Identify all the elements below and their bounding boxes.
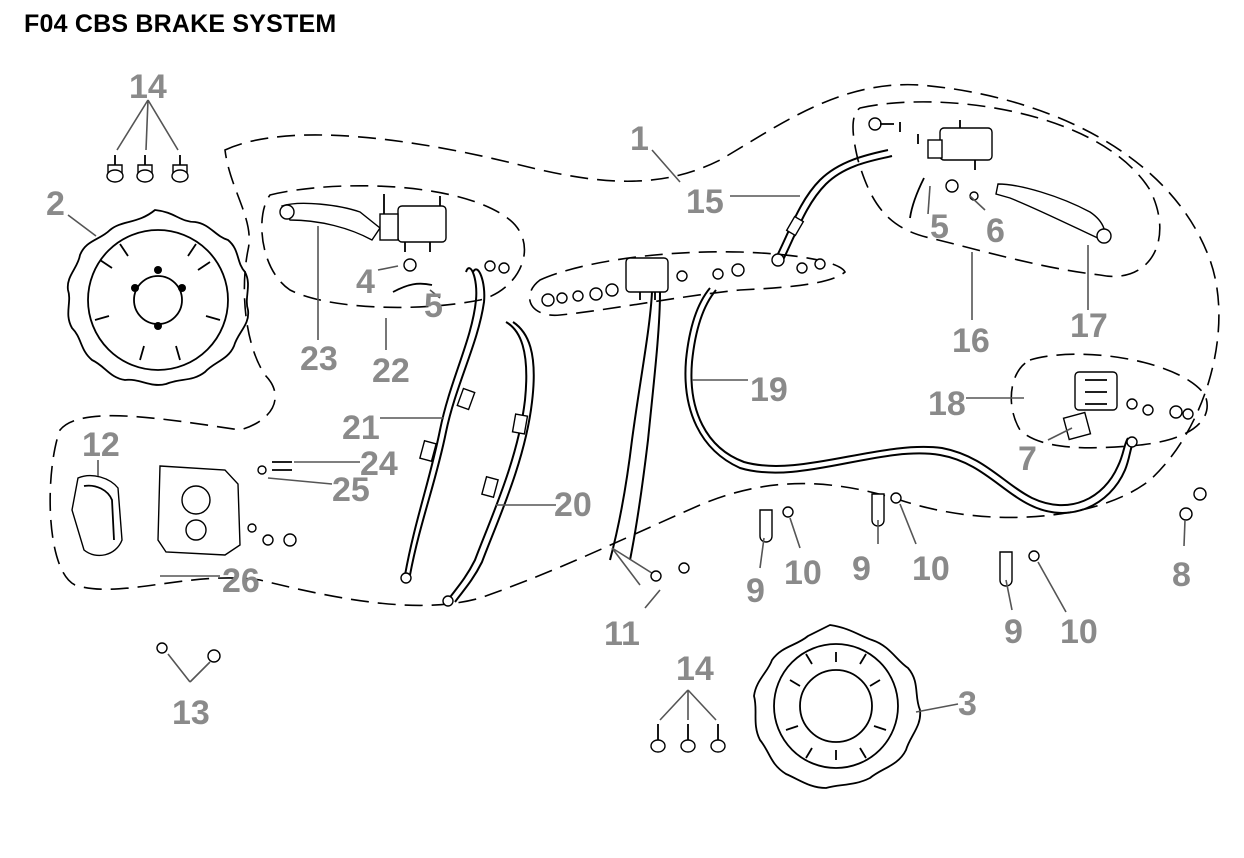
bolt-pair-11 xyxy=(650,562,690,582)
brake-hose-21 xyxy=(400,267,486,584)
rear-brake-disc xyxy=(753,624,922,789)
left-brake-lever-assembly xyxy=(279,194,510,293)
leader-7 xyxy=(1047,427,1073,441)
leader-11 xyxy=(611,547,661,609)
callout-7: 7 xyxy=(1018,440,1037,478)
brake-hose-20 xyxy=(442,321,535,607)
callout-15: 15 xyxy=(686,183,724,221)
boundary-main-assembly xyxy=(49,83,1220,607)
leader-10c xyxy=(1037,561,1067,613)
boundary-left-lever-group xyxy=(261,184,526,309)
callout-21: 21 xyxy=(342,409,380,447)
right-brake-lever-assembly xyxy=(868,117,1112,244)
rear-caliper-assembly xyxy=(1062,371,1194,441)
callout-10-c: 10 xyxy=(1060,613,1098,651)
callout-1: 1 xyxy=(630,120,649,158)
leader-9a xyxy=(759,537,765,569)
boundary-rear-caliper-group xyxy=(1010,353,1208,449)
callout-4: 4 xyxy=(356,263,375,301)
cbs-distributor-assembly xyxy=(541,257,745,561)
leader-3 xyxy=(915,703,959,713)
leader-8 xyxy=(1183,519,1186,547)
leader-4 xyxy=(377,265,399,271)
brake-hose-15 xyxy=(771,149,893,274)
boundary-right-lever-group xyxy=(852,101,1161,278)
callout-20: 20 xyxy=(554,486,592,524)
callout-9-c: 9 xyxy=(1004,613,1023,651)
boundary-master-cylinder-group xyxy=(528,250,846,316)
front-caliper-assembly xyxy=(71,461,297,557)
leader-13 xyxy=(167,653,211,683)
callout-5-left: 5 xyxy=(424,287,443,325)
callout-18: 18 xyxy=(928,385,966,423)
hose-clip-set xyxy=(759,492,1040,587)
callout-2: 2 xyxy=(46,185,65,223)
callout-9-a: 9 xyxy=(746,572,765,610)
callout-22: 22 xyxy=(372,352,410,390)
bolt-pair-8 xyxy=(1179,487,1207,521)
leader-10b xyxy=(899,503,917,545)
callout-25: 25 xyxy=(332,471,370,509)
callout-9-b: 9 xyxy=(852,550,871,588)
callout-19: 19 xyxy=(750,371,788,409)
bolt-set-bottom xyxy=(650,724,726,753)
leader-5a xyxy=(429,289,441,299)
callout-3: 3 xyxy=(958,685,977,723)
leader-5b xyxy=(927,185,931,215)
callout-11: 11 xyxy=(604,615,640,653)
callout-14-bottom: 14 xyxy=(676,650,714,688)
callout-5-right: 5 xyxy=(930,208,949,246)
callout-23: 23 xyxy=(300,340,338,378)
callout-13: 13 xyxy=(172,694,210,732)
callout-12: 12 xyxy=(82,426,120,464)
leader-2 xyxy=(67,214,97,237)
leader-25 xyxy=(267,477,333,485)
leader-14a xyxy=(116,99,179,151)
bolt-set-top-left xyxy=(106,155,189,183)
callout-16: 16 xyxy=(952,322,990,360)
callout-10-a: 10 xyxy=(784,554,822,592)
callout-24: 24 xyxy=(360,445,398,483)
leader-6 xyxy=(969,195,986,211)
callout-6: 6 xyxy=(986,212,1005,250)
front-brake-disc xyxy=(66,209,250,386)
callout-8: 8 xyxy=(1172,556,1191,594)
leader-1 xyxy=(651,149,681,183)
brake-hose-19 xyxy=(684,287,1138,514)
leader-14b xyxy=(659,689,717,721)
callout-17: 17 xyxy=(1070,307,1108,345)
leader-10a xyxy=(789,517,801,549)
callout-14-top: 14 xyxy=(129,68,167,106)
page-title: F04 CBS BRAKE SYSTEM xyxy=(24,10,337,38)
bolt-pair-13 xyxy=(156,642,221,663)
leader-9c xyxy=(1005,579,1013,611)
callout-10-b: 10 xyxy=(912,550,950,588)
callout-26: 26 xyxy=(222,562,260,600)
